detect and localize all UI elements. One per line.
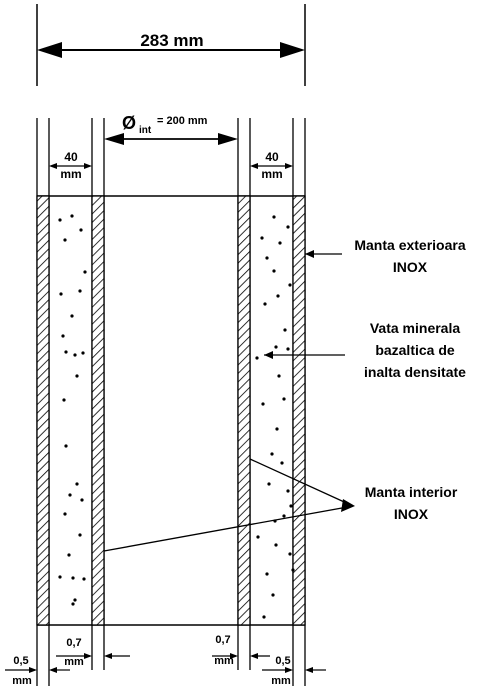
insulation-dot — [271, 593, 275, 597]
insulation-dot — [267, 482, 271, 486]
outer-jacket-label-line1: Manta exterioara — [354, 237, 465, 253]
insulation-right-value: 40 — [265, 150, 279, 164]
insulation-dot — [256, 535, 260, 539]
insulation-dot — [291, 568, 295, 572]
outer-wall-left-dimension: 0,5 mm — [5, 655, 70, 687]
outer-wall-right-value: 0,5 — [275, 655, 290, 667]
insulation-dot — [71, 576, 75, 580]
insulation-dot — [270, 452, 274, 456]
insulation-dot — [288, 283, 292, 287]
insulation-dot — [64, 350, 68, 354]
inner-jacket-callout: Manta interior INOX — [103, 458, 458, 552]
inner-diameter-symbol: Ø — [122, 113, 136, 133]
insulation-dot — [289, 504, 293, 508]
insulation-dot — [274, 345, 278, 349]
inner-diameter-value: = 200 mm — [157, 115, 208, 127]
insulation-left-value: 40 — [64, 150, 78, 164]
outer-jacket-right — [292, 195, 306, 626]
inner-wall-right-unit: mm — [214, 655, 234, 667]
outer-wall-left-value: 0,5 — [13, 655, 28, 667]
insulation-label-line1: Vata minerala — [370, 320, 460, 336]
insulation-dot — [73, 353, 77, 357]
insulation-dot — [61, 334, 65, 338]
insulation-left-unit: mm — [60, 167, 81, 181]
insulation-dot — [280, 461, 284, 465]
inner-wall-left-unit: mm — [64, 656, 84, 668]
insulation-dot — [276, 294, 280, 298]
outer-wall-right-dimension: 0,5 mm — [262, 655, 326, 687]
insulation-left-dimension: 40 mm — [49, 150, 92, 181]
insulation-dot — [81, 351, 85, 355]
inner-jacket-label-line2: INOX — [394, 506, 429, 522]
inner-wall-right-dimension: 0,7 mm — [212, 634, 270, 667]
insulation-dot — [82, 577, 86, 581]
insulation-dot — [261, 402, 265, 406]
insulation-dot — [265, 572, 269, 576]
insulation-dot — [260, 236, 264, 240]
insulation-dot — [262, 615, 266, 619]
insulation-dot — [288, 552, 292, 556]
insulation-dot — [75, 374, 79, 378]
insulation-dot — [62, 398, 66, 402]
insulation-dot — [63, 238, 67, 242]
insulation-dot — [78, 289, 82, 293]
insulation-dot — [272, 215, 276, 219]
insulation-dot — [274, 543, 278, 547]
inner-wall-left-value: 0,7 — [66, 637, 81, 649]
section-edges — [37, 195, 305, 626]
insulation-dot — [67, 553, 71, 557]
inner-jacket-label-line1: Manta interior — [365, 484, 458, 500]
inner-jacket-left — [91, 195, 105, 626]
inner-wall-left-dimension: 0,7 mm — [56, 637, 130, 668]
outer-jacket-left — [36, 195, 50, 626]
insulation-dot — [73, 598, 77, 602]
insulation-dot — [278, 241, 282, 245]
insulation-dot — [283, 328, 287, 332]
extension-lines — [36, 118, 306, 686]
insulation-callout: Vata minerala bazaltica de inalta densit… — [264, 320, 466, 380]
insulation-dot — [263, 302, 267, 306]
insulation-dot — [80, 498, 84, 502]
inner-wall-right-value: 0,7 — [215, 634, 230, 646]
overall-width-label: 283 mm — [140, 31, 203, 50]
insulation-dot — [275, 427, 279, 431]
insulation-dot — [277, 374, 281, 378]
insulation-dot — [79, 228, 83, 232]
insulation-dot — [255, 356, 259, 360]
insulation-dot — [63, 512, 67, 516]
overall-width-dimension: 283 mm — [36, 4, 306, 86]
inner-diameter-subscript: int — [139, 125, 152, 136]
insulation-dot — [64, 444, 68, 448]
insulation-dot — [75, 482, 79, 486]
outer-wall-left-unit: mm — [12, 675, 32, 687]
insulation-dot — [71, 602, 75, 606]
inner-jacket-right — [237, 195, 251, 626]
insulation-dot — [83, 270, 87, 274]
insulation-dot — [286, 347, 290, 351]
inner-diameter-dimension: Ø int = 200 mm — [104, 113, 238, 145]
insulation-dot — [282, 514, 286, 518]
insulation-dot — [58, 218, 62, 222]
insulation-right-unit: mm — [261, 167, 282, 181]
insulation-dot — [70, 214, 74, 218]
insulation-dot — [58, 575, 62, 579]
insulation-dot — [286, 489, 290, 493]
insulation-label-line3: inalta densitate — [364, 364, 466, 380]
insulation-dot — [286, 225, 290, 229]
insulation-dot — [68, 493, 72, 497]
insulation-dots — [58, 214, 295, 619]
insulation-right-dimension: 40 mm — [250, 150, 293, 181]
outer-jacket-label-line2: INOX — [393, 259, 428, 275]
insulation-dot — [272, 269, 276, 273]
outer-jacket-callout: Manta exterioara INOX — [305, 237, 466, 275]
insulation-label-line2: bazaltica de — [375, 342, 455, 358]
insulation-dot — [78, 533, 82, 537]
outer-wall-right-unit: mm — [271, 675, 291, 687]
insulation-dot — [70, 314, 74, 318]
insulation-dot — [59, 292, 63, 296]
insulation-dot — [265, 256, 269, 260]
insulation-dot — [282, 397, 286, 401]
